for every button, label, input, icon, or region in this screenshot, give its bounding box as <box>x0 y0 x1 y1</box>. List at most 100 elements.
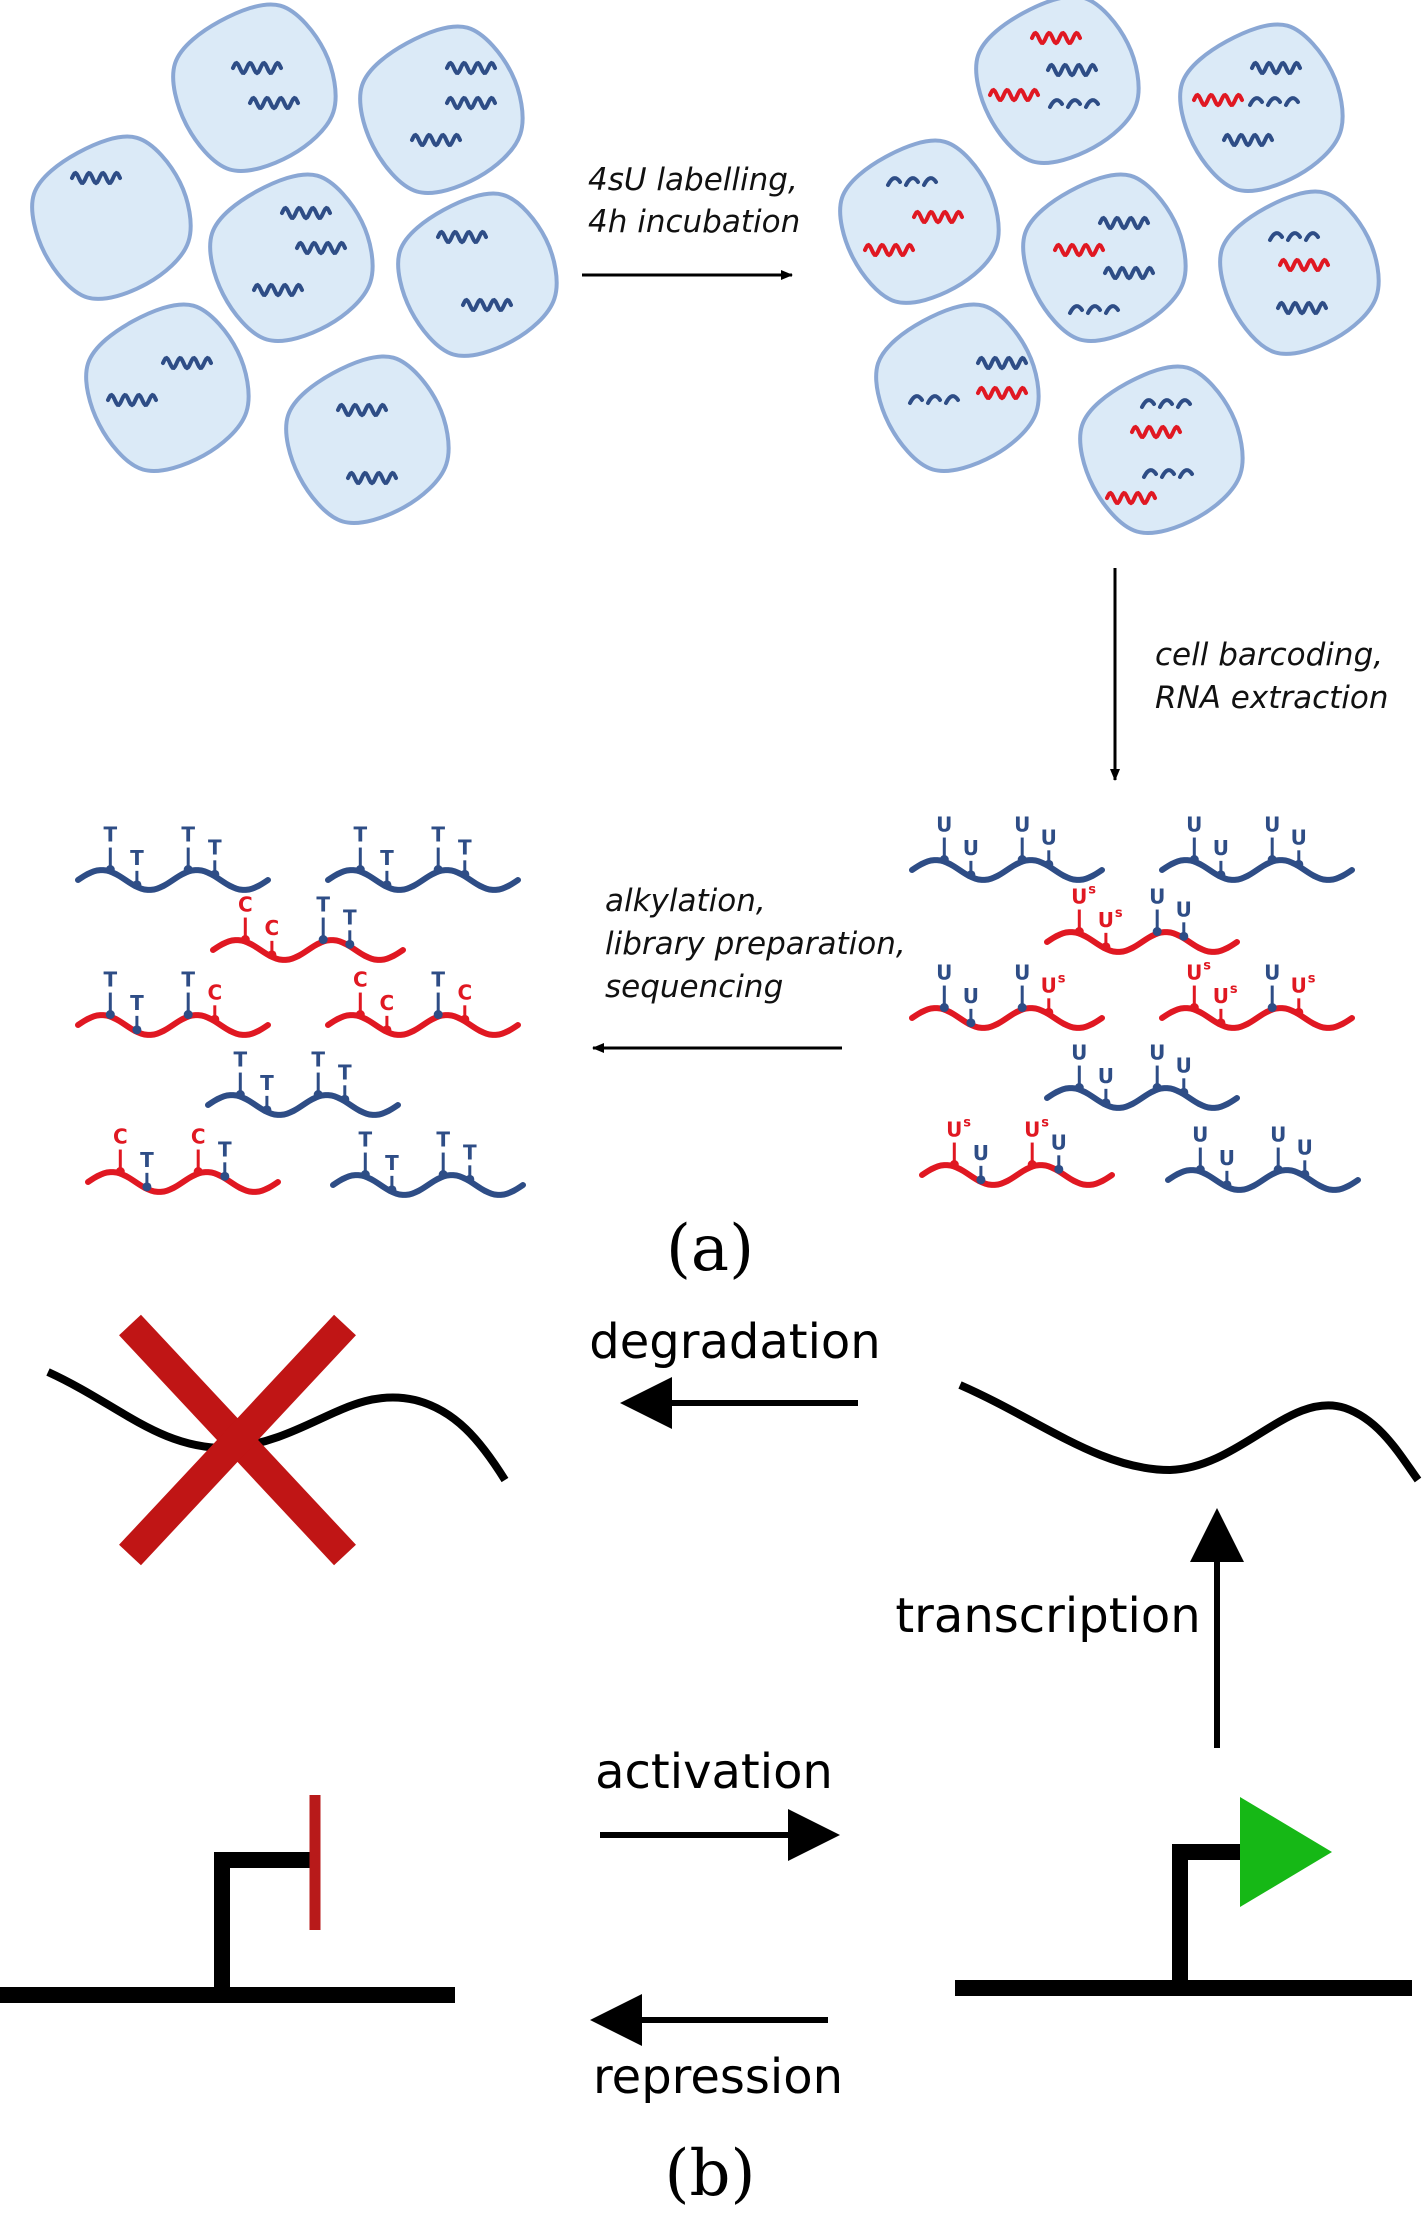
degraded-fragment <box>1248 96 1300 107</box>
nucleotide-label: U <box>1098 1064 1114 1088</box>
cell <box>974 0 1141 165</box>
sequencing-step: alkylation, library preparation, sequenc… <box>592 883 906 1053</box>
nucleotide-label: T <box>208 835 222 859</box>
nucleotide-label: T <box>181 968 195 992</box>
old-rna <box>461 297 513 313</box>
panel-a: 4sU labelling, 4h incubation cell barcod… <box>30 0 1389 1286</box>
rna-backbone <box>75 867 271 893</box>
cell <box>1021 172 1188 343</box>
nucleotide-label: T <box>343 905 357 929</box>
nucleotide-label: C <box>191 1125 206 1149</box>
cell-membrane <box>284 354 451 525</box>
nucleotide-label: U <box>1297 1135 1313 1159</box>
degradation-step: degradation <box>589 1314 881 1429</box>
thiol-mark: s <box>1203 959 1211 974</box>
nucleotide-label: C <box>207 980 222 1004</box>
repression-step: repression <box>590 1994 843 2105</box>
old-rna <box>1046 62 1098 78</box>
rna-backbone <box>1044 1085 1240 1111</box>
degraded-fragment <box>1268 231 1320 242</box>
nucleotide-label: T <box>218 1137 232 1161</box>
sequencing-text-line-3: sequencing <box>605 969 783 1005</box>
activation-step: activation <box>595 1744 840 1861</box>
activator-triangle <box>1240 1797 1332 1907</box>
nucleotide-label: T <box>358 1128 372 1152</box>
old-rna <box>70 170 122 186</box>
thiol-mark: s <box>1308 971 1316 986</box>
degraded-fragment <box>1068 304 1120 315</box>
thiol-mark: s <box>1230 982 1238 997</box>
rna-backbone <box>330 1172 526 1198</box>
rna-backbone <box>325 867 521 893</box>
transcription-arrow-head <box>1190 1508 1244 1562</box>
old-rna <box>1103 265 1155 281</box>
nucleotide-label: C <box>113 1125 128 1149</box>
nucleotide-label: T <box>431 968 445 992</box>
nucleotide-label: T <box>233 1048 247 1072</box>
old-rna <box>1222 132 1274 148</box>
panel-a-label: (a) <box>666 1212 754 1286</box>
new-rna <box>912 209 964 225</box>
degraded-fragment <box>886 176 938 187</box>
cell <box>208 172 375 343</box>
rna-backbone <box>1159 1005 1355 1031</box>
thiol-mark: s <box>1088 883 1096 898</box>
nucleotide-label: U <box>1149 885 1165 909</box>
nucleotide-label: T <box>103 968 117 992</box>
rna-backbone <box>210 937 406 963</box>
nucleotide-label: U <box>1098 908 1114 932</box>
cell-membrane <box>171 2 338 173</box>
mrna-strand <box>958 1381 1422 1483</box>
cell-membrane <box>838 138 1001 305</box>
rna-backbone <box>909 857 1105 883</box>
nucleotide-label: T <box>463 1140 477 1164</box>
new-rna <box>1030 30 1082 46</box>
nucleotide-label: U <box>963 836 979 860</box>
nucleotide-label: T <box>130 846 144 870</box>
old-rna <box>1250 60 1302 76</box>
barcoding-text-line-2: RNA extraction <box>1155 680 1389 716</box>
nucleotide-label: U <box>1051 1130 1067 1154</box>
nucleotide-label: C <box>457 980 472 1004</box>
new-rna <box>1053 242 1105 258</box>
cross-mark-stroke-2 <box>119 1314 356 1566</box>
cell-membrane <box>208 172 375 343</box>
panel-b-label: (b) <box>665 2137 756 2211</box>
activation-label: activation <box>595 1744 833 1800</box>
new-rna <box>1278 257 1330 273</box>
old-rna <box>248 95 300 111</box>
nucleotide-label: U <box>1213 984 1229 1008</box>
cell <box>1218 189 1381 356</box>
nucleotide-label: U <box>936 961 952 985</box>
inactive-promoter-tss <box>214 1852 312 1995</box>
cell-membrane <box>874 302 1041 473</box>
cell <box>874 302 1041 473</box>
new-rna <box>1192 92 1244 108</box>
rna-backbone <box>85 1169 281 1195</box>
nucleotide-label: U <box>1024 1118 1040 1142</box>
nucleotide-label: U <box>1291 973 1307 997</box>
nucleotide-label: U <box>946 1118 962 1142</box>
repression-arrow-head <box>590 1994 642 2046</box>
transcription-step: transcription <box>895 1508 1244 1748</box>
cells-after-labelling <box>838 0 1381 535</box>
old-rna <box>445 60 497 76</box>
old-rna <box>436 229 488 245</box>
nucleotide-label: T <box>436 1128 450 1152</box>
nucleotide-label: T <box>181 823 195 847</box>
thiol-mark: s <box>1058 971 1066 986</box>
nucleotide-label: T <box>140 1148 154 1172</box>
old-rna <box>445 95 497 111</box>
cell-membrane <box>84 302 251 473</box>
labelling-text-line-1: 4sU labelling, <box>588 162 798 198</box>
cell <box>284 354 451 525</box>
cell-membrane <box>396 191 559 358</box>
